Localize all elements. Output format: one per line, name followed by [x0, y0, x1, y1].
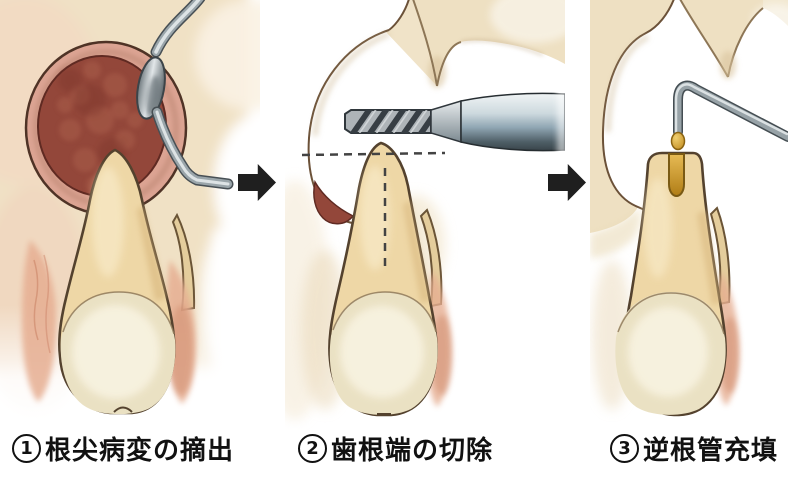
step3-number-badge: 3 — [610, 434, 639, 463]
step1-number-badge: 1 — [12, 434, 41, 463]
handpiece — [460, 92, 565, 152]
resection-dashed-line — [301, 151, 446, 157]
step2-number-badge: 2 — [298, 434, 327, 463]
step3-panel — [590, 0, 788, 417]
retrograde-filling — [668, 153, 685, 198]
step2-label: 歯根端の切除 — [331, 436, 494, 466]
residual-lesion — [313, 179, 355, 225]
filling-material-ball — [670, 131, 686, 151]
step3-label: 逆根管充填 — [643, 436, 779, 466]
step1-caption: 1 根尖病変の摘出 — [12, 430, 234, 467]
bone-flap — [386, 0, 565, 88]
step3-caption: 3 逆根管充填 — [610, 430, 778, 467]
step2-panel — [285, 0, 565, 420]
curette-icon — [136, 0, 234, 190]
step2-caption: 2 歯根端の切除 — [298, 430, 493, 467]
tooth — [58, 148, 176, 415]
bone-background — [590, 0, 788, 258]
bur-shank — [430, 99, 462, 144]
step1-label: 根尖病変の摘出 — [45, 436, 235, 466]
dental-bur-icon — [344, 86, 565, 158]
tooth — [328, 141, 438, 417]
retrofill-plugger-icon — [670, 80, 788, 151]
bur-flutes — [349, 110, 431, 133]
step1-panel — [0, 0, 260, 430]
tooth — [615, 151, 727, 417]
bone-flap — [680, 0, 763, 77]
